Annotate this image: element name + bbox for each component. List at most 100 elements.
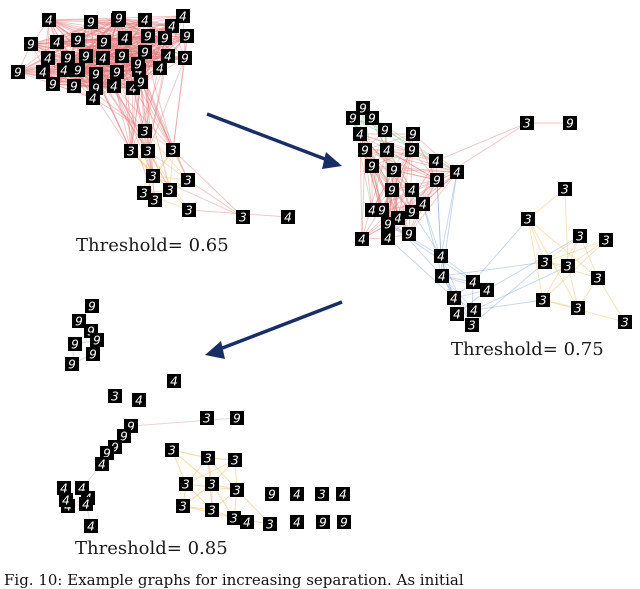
graph-edge	[144, 19, 161, 69]
graph-edge	[77, 35, 149, 71]
graph-edge	[412, 133, 458, 173]
digit-thumbnail	[435, 269, 449, 283]
digit-node: 4	[57, 63, 71, 78]
digit-glyph: 9	[111, 441, 119, 455]
digit-node: 9	[85, 299, 99, 314]
digit-nodes: 4944494994999499499499449994499449499493…	[11, 9, 632, 534]
digit-glyph: 9	[566, 117, 574, 131]
digit-glyph: 4	[135, 394, 143, 408]
digit-glyph: 4	[53, 36, 61, 50]
digit-node: 3	[573, 229, 587, 244]
digit-thumbnail	[163, 183, 177, 197]
digit-glyph: 9	[49, 78, 57, 92]
graph-edge	[544, 239, 607, 263]
graph-edge	[527, 218, 546, 263]
digit-glyph: 4	[438, 270, 446, 284]
graph-edge	[147, 150, 190, 211]
digit-glyph: 4	[156, 62, 164, 76]
graph-edge	[132, 87, 146, 132]
graph-edge	[77, 69, 134, 89]
digit-glyph: 3	[539, 294, 547, 308]
digit-thumbnail	[290, 487, 304, 501]
digit-thumbnail	[46, 77, 60, 91]
digit-glyph: 9	[103, 447, 111, 461]
digit-thumbnail	[108, 389, 122, 403]
graph-edge	[47, 21, 92, 59]
digit-node: 9	[230, 411, 244, 426]
graph-edge	[95, 37, 166, 75]
digit-thumbnail	[385, 183, 399, 197]
graph-edge	[387, 160, 437, 239]
digit-glyph: 3	[231, 454, 239, 468]
digit-glyph: 3	[179, 500, 187, 514]
digit-glyph: 9	[88, 300, 96, 314]
digit-node: 4	[50, 35, 64, 50]
digit-glyph: 4	[39, 66, 47, 80]
digit-glyph: 9	[93, 334, 101, 348]
digit-glyph: 4	[170, 375, 178, 389]
digit-node: 4	[434, 249, 448, 264]
digit-glyph: 9	[92, 68, 100, 82]
digit-glyph: 4	[121, 32, 129, 46]
digit-node: 3	[141, 144, 155, 159]
digit-thumbnail	[42, 13, 56, 27]
digit-node: 9	[385, 183, 399, 198]
graph-edge	[52, 71, 118, 85]
graph-edge	[361, 149, 366, 240]
digit-glyph: 9	[408, 206, 416, 220]
digit-thumbnail	[380, 143, 394, 157]
digit-node: 9	[265, 487, 279, 502]
digit-thumbnail	[36, 65, 50, 79]
graph-edge	[435, 122, 528, 162]
digit-glyph: 9	[144, 30, 152, 44]
digit-glyph: 3	[182, 478, 190, 492]
graph-edge	[408, 171, 458, 235]
digit-glyph: 9	[82, 50, 90, 64]
digit-glyph: 4	[62, 494, 70, 508]
digit-glyph: 4	[164, 50, 172, 64]
digit-node: 9	[406, 127, 420, 142]
digit-thumbnail	[450, 307, 464, 321]
graph-edge	[117, 19, 188, 37]
graph-edge	[30, 17, 120, 45]
digit-thumbnail	[107, 79, 121, 93]
graph-edge	[473, 265, 569, 311]
graph-edge	[187, 179, 244, 218]
digit-glyph: 4	[394, 212, 402, 226]
digit-thumbnail	[205, 477, 219, 491]
digit-thumbnail	[84, 15, 98, 29]
digit-glyph: 4	[368, 204, 376, 218]
arrow-panel1-to-panel2	[206, 112, 339, 166]
graph-edge	[185, 459, 236, 485]
digit-glyph: 9	[268, 488, 276, 502]
graph-edge	[30, 19, 119, 45]
digit-thumbnail	[405, 183, 419, 197]
digit-node: 9	[358, 143, 372, 158]
digit-glyph: 3	[185, 204, 193, 218]
digit-glyph: 4	[419, 198, 427, 212]
digit-node: 4	[161, 49, 175, 64]
digit-thumbnail	[358, 143, 372, 157]
digit-glyph: 4	[82, 498, 90, 512]
digit-glyph: 4	[44, 52, 52, 66]
digit-thumbnail	[561, 259, 575, 273]
graph-edge	[56, 19, 119, 43]
digit-node: 9	[141, 29, 155, 44]
graph-edge	[73, 69, 140, 87]
graph-edge	[121, 55, 174, 151]
graph-edge	[371, 165, 383, 211]
graph-edge	[172, 149, 244, 218]
digit-glyph: 4	[129, 82, 137, 96]
digit-thumbnail	[24, 37, 38, 51]
graph-edge	[436, 179, 442, 257]
digit-thumbnail	[79, 497, 93, 511]
digit-node: 9	[72, 314, 86, 329]
digit-glyph: 4	[45, 14, 53, 28]
digit-node: 4	[416, 197, 430, 212]
digit-glyph: 3	[204, 452, 212, 466]
digit-glyph: 4	[432, 155, 440, 169]
digit-glyph: 4	[179, 10, 187, 24]
digit-thumbnail	[591, 271, 605, 285]
digit-node: 4	[138, 13, 152, 28]
digit-glyph: 9	[27, 38, 35, 52]
